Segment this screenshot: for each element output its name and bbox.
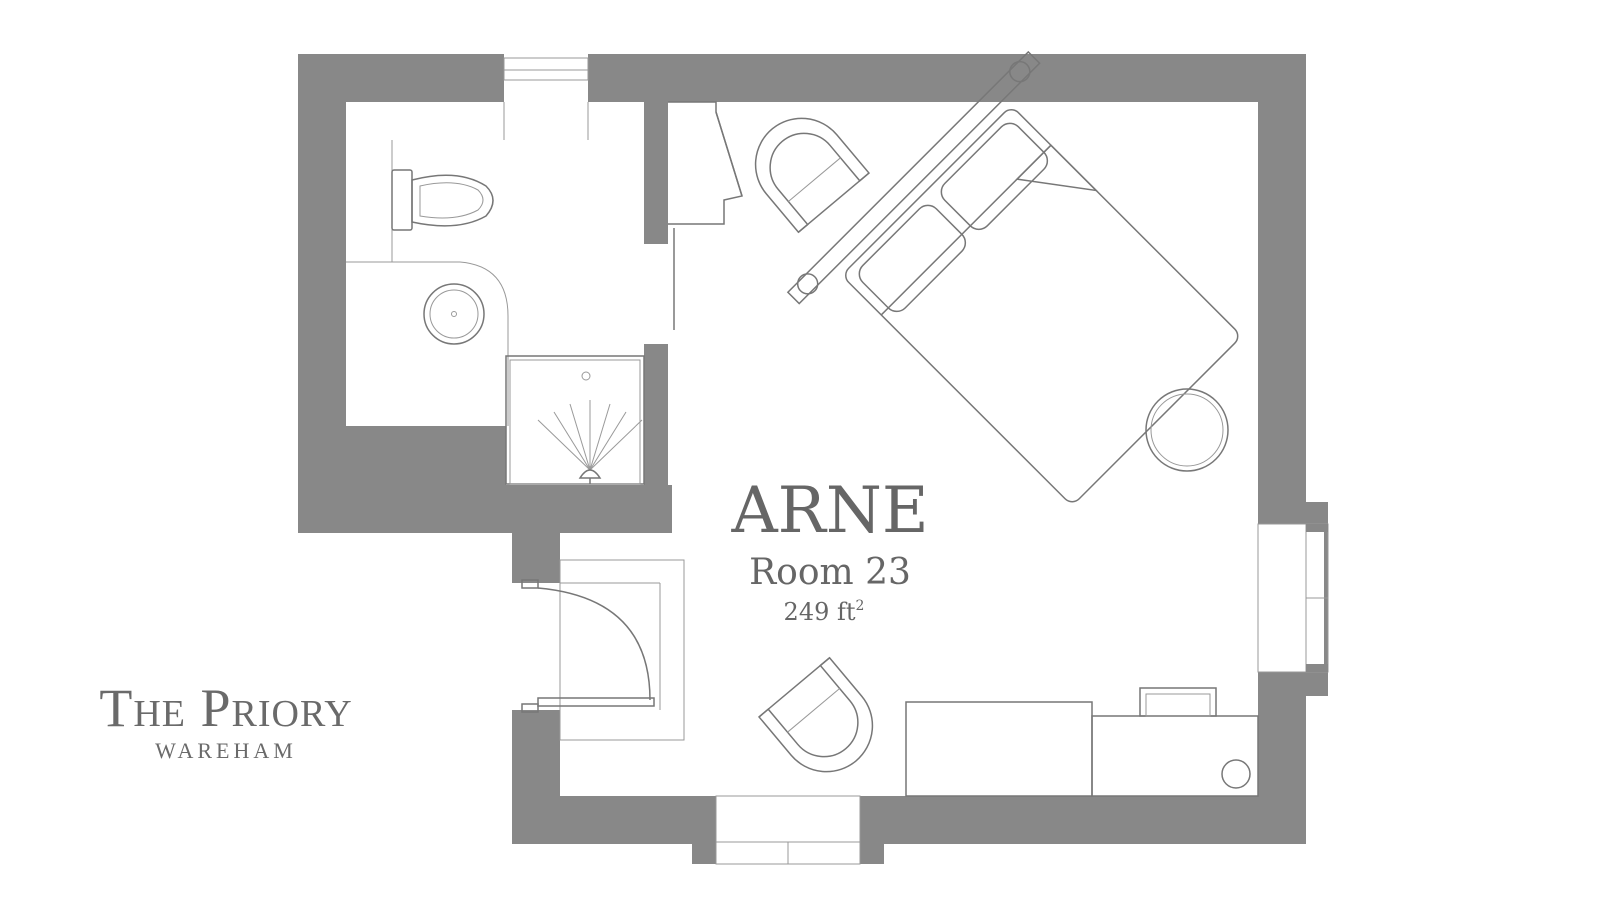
entrance-door-icon: [521, 559, 685, 741]
shower-icon: [505, 355, 645, 485]
armchair-bottom-icon: [757, 656, 874, 773]
room-area-unit-superscript: 2: [856, 598, 865, 614]
brand-name: The Priory: [99, 678, 352, 738]
room-number: Room 23: [749, 552, 911, 593]
window-bottom: [715, 795, 861, 865]
armchair-top-icon: [754, 117, 871, 234]
window-top: [503, 54, 589, 140]
window-right: [1257, 523, 1329, 673]
brand-location: Wareham: [155, 738, 297, 763]
room-name: ARNE: [730, 474, 928, 548]
wardrobe-icon: [668, 101, 743, 225]
sink-icon: [423, 283, 485, 345]
room-area-value: 249 ft: [784, 598, 856, 626]
toilet-icon: [391, 169, 494, 231]
room-area: 249 ft2: [784, 598, 865, 626]
bed-icon: [786, 50, 1239, 503]
side-table-icon: [1145, 388, 1229, 472]
bathroom: [346, 140, 509, 426]
desk-icon: [905, 687, 1259, 797]
